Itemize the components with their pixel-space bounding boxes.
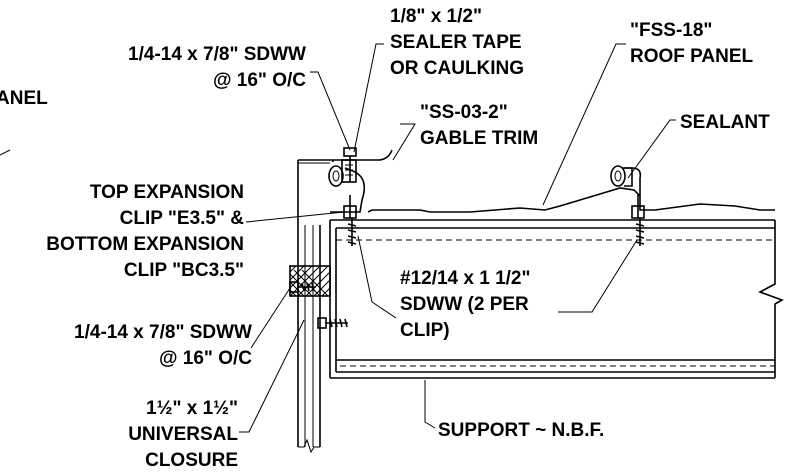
expansion-clip-line-2: CLIP "E3.5" & xyxy=(120,208,245,229)
sealant-label: SEALANT xyxy=(680,112,770,133)
callout-support: SUPPORT ~ N.B.F. xyxy=(438,420,604,441)
expansion-clip-line-4: CLIP "BC3.5" xyxy=(124,260,244,281)
closure-line-1: 1½" x 1½" xyxy=(146,398,238,419)
gable-trim-line-2: GABLE TRIM xyxy=(420,128,538,149)
gable-trim-line-1: "SS-03-2" xyxy=(420,102,508,123)
expansion-clip-line-1: TOP EXPANSION xyxy=(90,182,244,203)
expansion-clip-line-3: BOTTOM EXPANSION xyxy=(46,234,244,255)
wall-section xyxy=(297,160,321,454)
expansion-clip-left xyxy=(343,195,357,219)
callout-clip-screw: #12/14 x 1 1/2" SDWW (2 PER CLIP) xyxy=(400,268,531,341)
clip-screw-line-2: SDWW (2 PER xyxy=(400,294,529,315)
support-beam xyxy=(329,219,784,379)
callout-closure: 1½" x 1½" UNIVERSAL CLOSURE xyxy=(128,398,238,471)
support-label: SUPPORT ~ N.B.F. xyxy=(438,420,604,441)
clip-screw-right xyxy=(635,218,645,246)
panel-edge-label: ANEL xyxy=(0,88,48,109)
closure-line-2: UNIVERSAL xyxy=(128,424,238,445)
screw-top-line-2: @ 16" O/C xyxy=(213,70,306,91)
sealer-tape-line-3: OR CAULKING xyxy=(390,58,524,79)
universal-closure xyxy=(289,265,331,297)
leader-lines xyxy=(0,43,676,433)
sealant-bead-left xyxy=(328,159,357,187)
sealant-bead-right xyxy=(610,165,633,187)
gable-trim xyxy=(298,149,393,164)
callout-screw-top: 1/4-14 x 7/8" SDWW @ 16" O/C xyxy=(128,44,306,91)
screw-bottom-line-1: 1/4-14 x 7/8" SDWW xyxy=(74,322,252,343)
screw-bottom-line-2: @ 16" O/C xyxy=(159,348,252,369)
clip-screw-line-1: #12/14 x 1 1/2" xyxy=(400,268,531,289)
screw-top xyxy=(343,147,357,182)
callout-gable-trim: "SS-03-2" GABLE TRIM xyxy=(420,102,538,149)
callout-expansion-clip: TOP EXPANSION CLIP "E3.5" & BOTTOM EXPAN… xyxy=(46,182,244,281)
callout-sealant: SEALANT xyxy=(680,112,770,133)
callout-roof-panel: "FSS-18" ROOF PANEL xyxy=(630,20,754,67)
roof-panel-line-1: "FSS-18" xyxy=(630,20,712,41)
callout-screw-bottom: 1/4-14 x 7/8" SDWW @ 16" O/C xyxy=(74,322,252,369)
closure-line-3: CLOSURE xyxy=(145,450,238,471)
screw-wall xyxy=(317,317,348,329)
screw-top-line-1: 1/4-14 x 7/8" SDWW xyxy=(128,44,306,65)
sealer-tape-line-2: SEALER TAPE xyxy=(390,32,522,53)
roof-panel-profile xyxy=(330,167,775,213)
roof-panel-line-2: ROOF PANEL xyxy=(630,46,754,67)
expansion-clip-right xyxy=(631,195,645,219)
sealer-tape-line-1: 1/8" x 1/2" xyxy=(390,6,482,27)
clip-screw-line-3: CLIP) xyxy=(400,320,450,341)
screw-closure xyxy=(289,281,316,293)
clip-screw-left xyxy=(347,218,357,246)
callout-panel-edge: ANEL xyxy=(0,88,48,109)
callout-sealer-tape: 1/8" x 1/2" SEALER TAPE OR CAULKING xyxy=(390,6,524,79)
